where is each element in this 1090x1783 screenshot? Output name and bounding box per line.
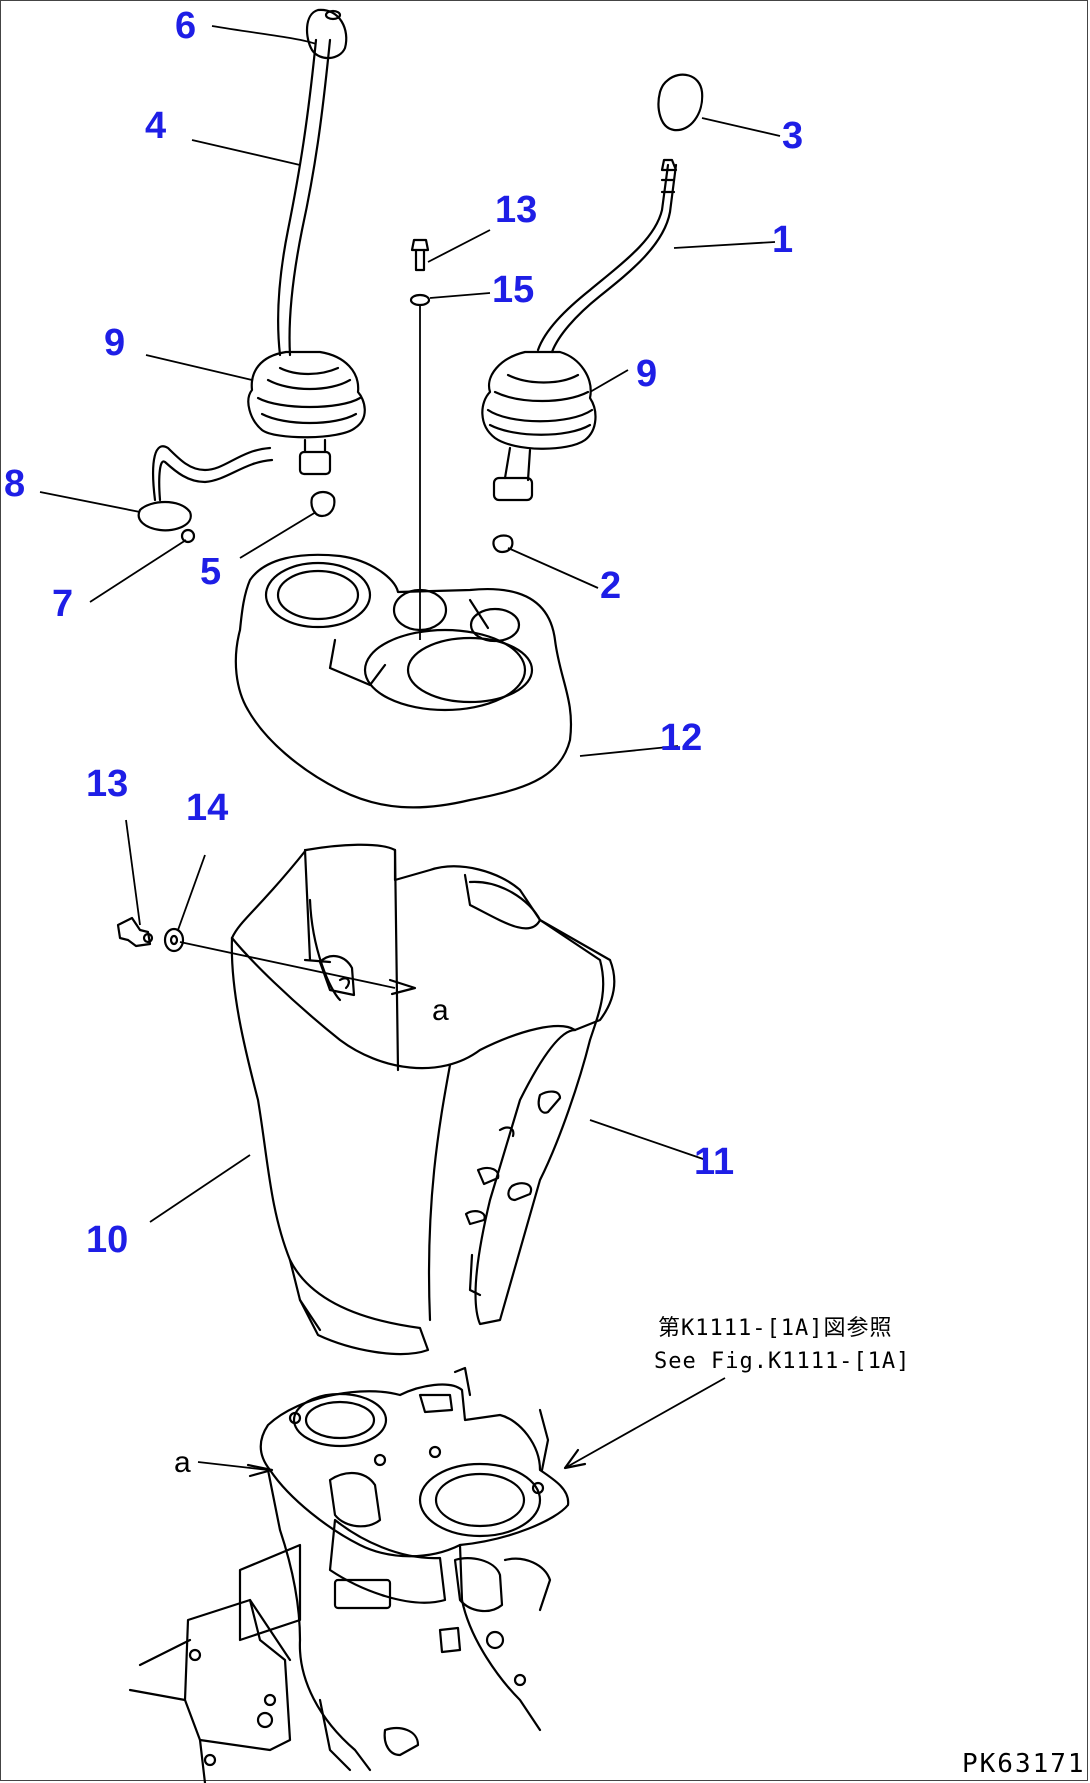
- callout-5: 5: [200, 551, 221, 593]
- callout-7: 7: [52, 583, 73, 625]
- nut-7: [180, 528, 196, 544]
- bolt-13-upper: [410, 238, 430, 272]
- callout-9-left: 9: [104, 322, 125, 364]
- arrow-a-upper: [388, 978, 417, 996]
- lever-1: [536, 158, 678, 354]
- washer-15: [409, 293, 431, 640]
- callout-6: 6: [175, 5, 196, 47]
- callout-3: 3: [782, 115, 803, 157]
- bolt-path-line: [179, 941, 396, 989]
- callout-14: 14: [186, 787, 228, 829]
- washer-14: [163, 927, 185, 953]
- drawing-code: PK63171: [962, 1749, 1086, 1779]
- callout-13-upper: 13: [495, 189, 537, 231]
- reference-note-en: See Fig.K1111-[1A]: [654, 1349, 910, 1374]
- callout-4: 4: [145, 105, 166, 147]
- view-mark-a-lower: a: [174, 1446, 191, 1479]
- bolt-13-lower: [116, 916, 154, 948]
- arrow-a-lower-shaft: [197, 1461, 269, 1471]
- boot-9-right: [481, 350, 597, 502]
- callout-1: 1: [772, 219, 793, 261]
- arrow-a-lower: [246, 1463, 274, 1478]
- callout-9-right: 9: [636, 353, 657, 395]
- console-box-10: [230, 843, 616, 1356]
- leader-lines: [39, 25, 781, 1470]
- callout-8: 8: [4, 463, 25, 505]
- callout-11: 11: [694, 1141, 734, 1183]
- side-cover-11: [463, 873, 605, 1326]
- view-mark-a-upper: a: [432, 994, 449, 1027]
- reference-note-jp: 第K1111-[1A]図参照: [658, 1316, 892, 1341]
- callout-12: 12: [660, 717, 702, 759]
- knob-3: [657, 73, 704, 132]
- base-frame: [128, 1366, 570, 1783]
- knob-6: [306, 8, 348, 60]
- callout-2: 2: [600, 565, 621, 607]
- boot-9-left: [247, 350, 366, 476]
- callout-10: 10: [86, 1219, 128, 1261]
- callout-13-lower: 13: [86, 763, 128, 805]
- callout-15: 15: [492, 269, 534, 311]
- top-cover-12: [234, 553, 573, 809]
- lever-4: [276, 38, 332, 357]
- rod-8: [137, 445, 274, 532]
- nut-5: [310, 490, 336, 518]
